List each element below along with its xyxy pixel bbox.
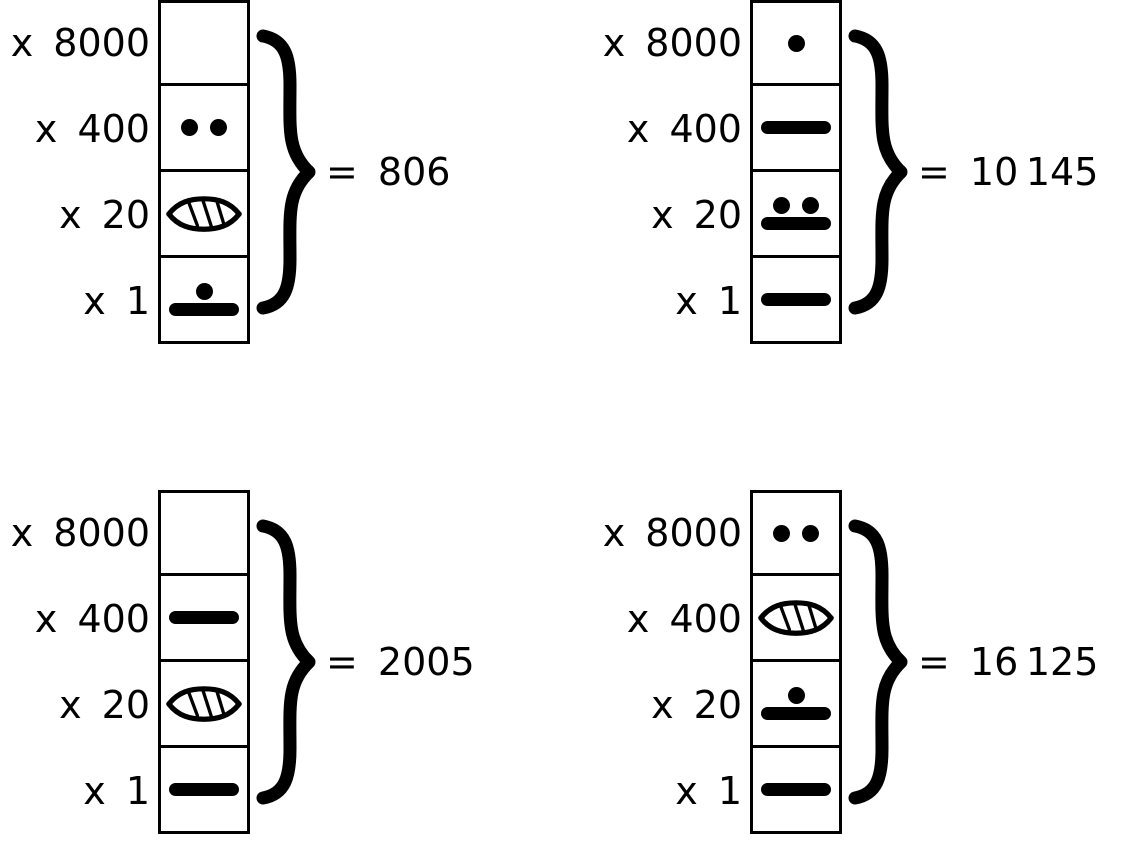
bar-five-icon bbox=[761, 293, 831, 306]
numeral-cell bbox=[158, 748, 250, 834]
dot-one-icon bbox=[773, 197, 790, 214]
numeral-cell bbox=[158, 576, 250, 662]
dots-group bbox=[195, 283, 213, 300]
place-value-column: x 8000 x 400 x 20 x 1 bbox=[592, 0, 842, 344]
numeral-cell bbox=[750, 172, 842, 258]
place-value-column: x 8000 x 400 x 20 x 1 bbox=[0, 490, 250, 834]
numeral-cell bbox=[750, 576, 842, 662]
numeral-cell bbox=[158, 172, 250, 258]
dot-one-icon bbox=[802, 524, 819, 542]
multiplier-label: x 20 bbox=[59, 193, 150, 237]
multiplier-label: x 400 bbox=[34, 597, 150, 641]
dot-one-icon bbox=[181, 119, 198, 136]
multiplier-label: x 1 bbox=[83, 279, 150, 323]
multiplier-label: x 1 bbox=[675, 769, 742, 813]
brace-icon bbox=[256, 29, 316, 315]
dot-one-icon bbox=[787, 34, 805, 52]
dots-group bbox=[787, 687, 805, 704]
multiplier-label: x 20 bbox=[651, 193, 742, 237]
numeral-cell bbox=[158, 258, 250, 344]
numeral-cell bbox=[750, 86, 842, 172]
bar-five-icon bbox=[761, 121, 831, 134]
bar-five-icon bbox=[169, 303, 239, 316]
numeral-cell bbox=[158, 86, 250, 172]
numeral-cell bbox=[750, 662, 842, 748]
dot-one-icon bbox=[802, 197, 819, 214]
numeral-cell bbox=[750, 0, 842, 86]
brace-icon bbox=[848, 519, 908, 805]
bar-five-icon bbox=[761, 783, 831, 796]
multiplier-label: x 8000 bbox=[602, 21, 742, 65]
bar-five-icon bbox=[761, 217, 831, 230]
multiplier-label: x 400 bbox=[626, 107, 742, 151]
diagram-top-right: x 8000 x 400 x 20 x 1 = 10 145 bbox=[592, 0, 1098, 344]
bar-five-icon bbox=[761, 707, 831, 720]
bar-five-icon bbox=[169, 611, 239, 624]
numeral-cell bbox=[750, 258, 842, 344]
shell-zero-icon bbox=[166, 195, 242, 232]
diagram-bottom-left: x 8000 x 400 x 20 x 1 = 2005 bbox=[0, 490, 475, 834]
dots-group bbox=[773, 197, 819, 214]
diagram-top-left: x 8000 x 400 x 20 x 1 = 806 bbox=[0, 0, 450, 344]
numeral-cell bbox=[750, 490, 842, 576]
multiplier-label: x 8000 bbox=[10, 511, 150, 555]
dot-one-icon bbox=[195, 283, 213, 300]
multiplier-label: x 8000 bbox=[602, 511, 742, 555]
place-value-column: x 8000 x 400 x 20 x 1 bbox=[592, 490, 842, 834]
dot-one-icon bbox=[210, 119, 227, 136]
brace-icon bbox=[256, 519, 316, 805]
numeral-cell bbox=[158, 0, 250, 86]
numeral-cell bbox=[158, 662, 250, 748]
result-label: = 10 145 bbox=[918, 150, 1099, 194]
dots-group bbox=[181, 119, 227, 136]
place-value-column: x 8000 x 400 x 20 x 1 bbox=[0, 0, 250, 344]
multiplier-label: x 1 bbox=[675, 279, 742, 323]
result-label: = 806 bbox=[326, 150, 451, 194]
multiplier-label: x 8000 bbox=[10, 21, 150, 65]
multiplier-label: x 20 bbox=[59, 683, 150, 727]
multiplier-label: x 400 bbox=[626, 597, 742, 641]
diagram-bottom-right: x 8000 x 400 x 20 x 1 = 16 125 bbox=[592, 490, 1098, 834]
shell-zero-icon bbox=[758, 599, 834, 636]
result-label: = 16 125 bbox=[918, 640, 1099, 684]
dot-one-icon bbox=[787, 687, 805, 704]
multiplier-label: x 1 bbox=[83, 769, 150, 813]
result-label: = 2005 bbox=[326, 640, 475, 684]
shell-zero-icon bbox=[166, 685, 242, 722]
multiplier-label: x 400 bbox=[34, 107, 150, 151]
dots-group bbox=[773, 524, 819, 542]
bar-five-icon bbox=[169, 783, 239, 796]
dots-group bbox=[787, 34, 805, 52]
numeral-cell bbox=[158, 490, 250, 576]
numeral-cell bbox=[750, 748, 842, 834]
multiplier-label: x 20 bbox=[651, 683, 742, 727]
brace-icon bbox=[848, 29, 908, 315]
dot-one-icon bbox=[773, 524, 790, 542]
